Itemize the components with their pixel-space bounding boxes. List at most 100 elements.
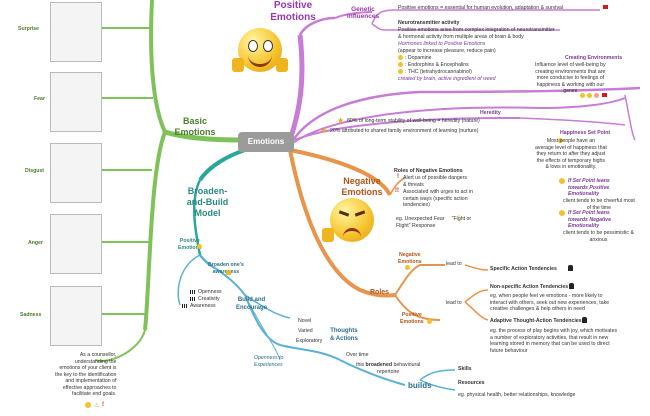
set-point-negative-body: client tends to be pessimistic & anxious <box>563 230 634 243</box>
central-node-label: Emotions <box>247 137 285 146</box>
sadness-face-icon <box>50 286 102 346</box>
face-label: Sadness <box>20 312 42 318</box>
happy-emoji-icon <box>238 28 282 72</box>
branch-roles <box>288 149 396 298</box>
adaptive-body: eg. the process of play begins with joy,… <box>490 328 618 354</box>
smile-icon <box>558 138 563 143</box>
negative-role-item: Associated with urges to act in certain … <box>403 189 474 208</box>
face-label: Anger <box>28 240 43 246</box>
lead-to-negative: lead to <box>446 261 462 267</box>
branch-positive-emotions <box>287 34 305 141</box>
star-icon: ★ <box>320 126 328 135</box>
bb-positive-emotions: Positive Emotions <box>178 238 202 251</box>
awareness-item: Creativity <box>198 296 220 302</box>
set-point-positive-heading: If Set Point leans towards Positive Emot… <box>568 178 610 197</box>
star-icon: ★ <box>337 116 345 125</box>
sad-icon <box>405 265 410 270</box>
exclamation-icon: ! <box>102 402 104 408</box>
neurotransmitter-heading: Neurotransmitter activity <box>398 20 460 26</box>
non-specific-body: eg. when people feel ve emotions - more … <box>490 293 610 312</box>
angry-emoji-icon <box>330 198 374 242</box>
set-point-negative-heading: If Set Point leans towards Negative Emot… <box>568 210 611 229</box>
face-label: Fear <box>34 96 45 102</box>
sad-icon <box>559 210 565 216</box>
heredity-item: 80% of long-term stability of well-being… <box>347 118 480 124</box>
warning-icon: ⚠ <box>94 403 100 409</box>
positive-emotions-title[interactable]: Positive Emotions <box>270 0 316 23</box>
creating-environments-heading: Creating Environments <box>565 55 623 61</box>
central-node[interactable] <box>238 132 294 152</box>
branch-genetic-influences <box>334 11 373 19</box>
build-item: Exploratory <box>296 338 323 344</box>
roles-negative-emotions: Negative Emotions <box>398 252 422 265</box>
neurotransmitter-body: Positive emotions arise from complex int… <box>398 27 555 40</box>
branch-broaden-build <box>198 148 246 182</box>
set-point-body: Most people have an average level of hap… <box>535 138 607 170</box>
counsellor-note: As a counsellor, understanding the emoti… <box>55 352 117 397</box>
heredity-item: 20% attributed to shared family environm… <box>330 128 479 134</box>
warning-icon: ⚠ <box>456 215 462 221</box>
basic-emotions-title[interactable]: Basic Emotions <box>174 116 216 137</box>
awareness-item: Openness <box>198 289 222 295</box>
exclamation-icon: ! <box>397 174 399 180</box>
genetic-influences-text: Positive emotions = essential for human … <box>398 5 564 11</box>
disgust-face-icon <box>50 143 102 203</box>
checkered-flag-icon <box>190 297 195 301</box>
non-specific-heading: Non-specific Action Tendencies <box>490 284 569 290</box>
adaptive-heading: Adaptive Thought-Action Tendencies <box>490 318 582 324</box>
roles-negative-heading: Roles of Negative Emotions <box>394 168 463 174</box>
thumbs-up-icon <box>232 58 244 72</box>
smile-icon <box>427 319 432 324</box>
branch-negative-emotions <box>289 148 392 197</box>
smile-icon <box>398 69 403 74</box>
resources: Resources <box>458 380 485 386</box>
anger-face-icon <box>50 214 102 274</box>
hormone-item: : THC (tetrahydrocannabinol) <box>405 69 472 75</box>
heredity-label[interactable]: Heredity <box>480 110 501 116</box>
hormone-item: : Endorphins & Encephalins <box>405 62 469 68</box>
smile-icon <box>398 62 403 67</box>
surprise-face-icon <box>50 2 102 62</box>
roles-positive-emotions: Positive Emotions <box>400 312 424 325</box>
builds: builds <box>408 381 432 390</box>
repertoire-bold: broadened <box>365 362 393 368</box>
person-icon <box>569 283 574 289</box>
emoji-icon <box>85 402 91 408</box>
lead-to-positive: lead to <box>446 300 462 306</box>
emoji-icon <box>587 93 592 98</box>
resources-eg: eg. physical health, better relationship… <box>458 392 576 398</box>
face-label: Disgust <box>25 168 45 174</box>
thc-note: created by brain, active ingredient of w… <box>398 76 496 82</box>
checkered-flag-icon <box>182 304 187 308</box>
flag-icon <box>603 5 608 9</box>
smile-icon <box>398 55 403 60</box>
genetic-influences-label[interactable]: Genetic Influences <box>346 6 380 20</box>
broaden-awareness: Broaden one's awareness <box>208 262 244 275</box>
repertoire-rest: behavioural repertoire <box>377 362 421 375</box>
awareness-item: Awareness <box>190 303 216 309</box>
broadened-repertoire: this broadened behavioural repertoire <box>356 362 420 375</box>
build-item: Novel <box>298 318 312 324</box>
broaden-build-title[interactable]: Broaden- and-Build Model <box>186 186 229 218</box>
checkered-flag-icon <box>190 290 195 294</box>
exclamation-icon: !! <box>395 188 399 194</box>
set-point-positive-body: client tends to be cheerful most of the … <box>563 198 635 211</box>
hormone-item: : Dopamine <box>405 55 432 61</box>
branch-heredity <box>294 117 520 141</box>
creating-environments-body: Influence level of well-being by creatin… <box>535 62 606 94</box>
person-icon <box>568 265 573 271</box>
smile-icon <box>580 93 585 98</box>
build-encourage: Build and Encourage <box>236 297 268 311</box>
thumbs-up-icon <box>276 58 288 72</box>
baby-icon <box>594 93 599 98</box>
negative-role-item: Alert us of possible dangers & threats <box>403 175 468 188</box>
hormones-sub: (appear to increase pleasure, reduce pai… <box>398 48 496 54</box>
openness-experiences: Openness to Experiences <box>254 355 284 368</box>
skills: Skills <box>458 366 472 372</box>
roles-label[interactable]: Roles <box>370 289 390 296</box>
thumbs-down-icon <box>322 228 334 242</box>
negative-emotions-title[interactable]: Negative Emotions <box>341 176 383 197</box>
smile-icon <box>197 244 202 249</box>
hormones-heading: Hormones linked to Positive Emotions <box>398 41 486 47</box>
